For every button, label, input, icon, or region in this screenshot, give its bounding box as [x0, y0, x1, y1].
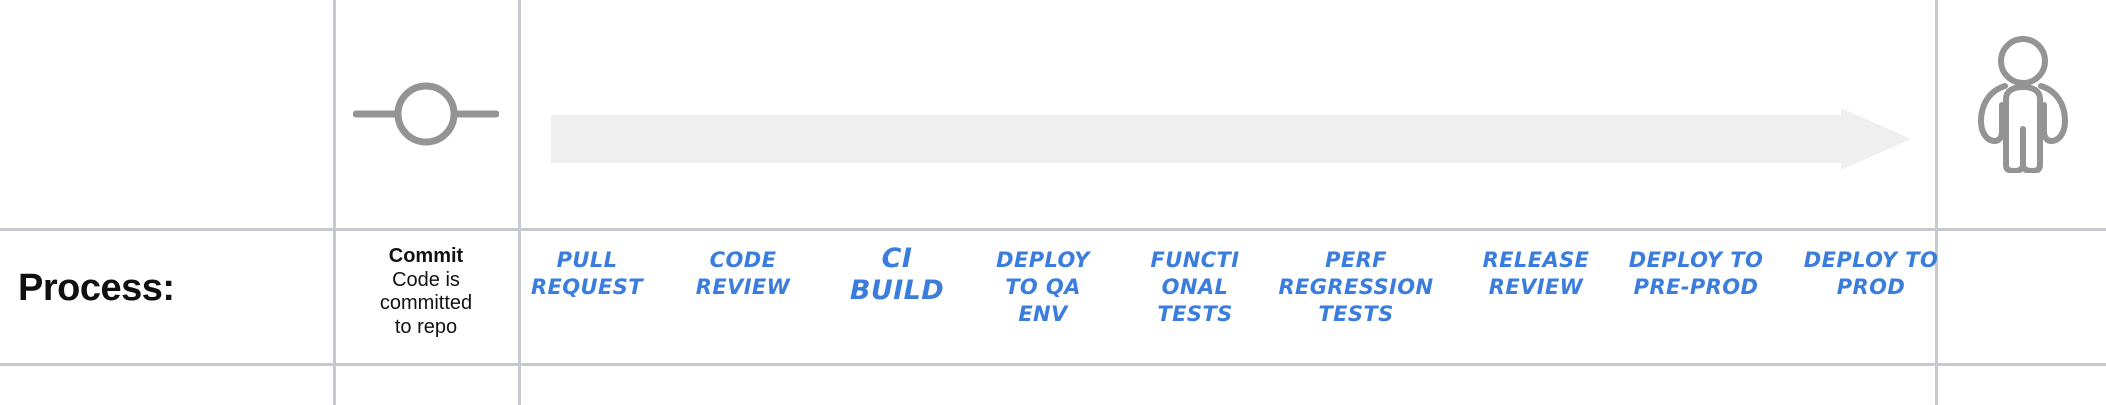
person-icon — [1975, 33, 2071, 174]
commit-description: Code is committed to repo — [379, 268, 473, 338]
stage-deploy-prod: Deploy to prod — [1803, 248, 1939, 299]
stage-pull-request: Pull request — [530, 248, 643, 299]
git-commit-icon — [352, 68, 500, 160]
commit-stage-cell: Commit Code is committed to repo — [336, 245, 516, 339]
commit-heading: Commit — [388, 245, 464, 267]
stage-release-review: Release review — [1482, 248, 1590, 299]
icons-row — [352, 33, 2071, 174]
page-title: Process: — [18, 267, 175, 309]
stage-label-group: Pull request Code review CI Build Deploy… — [521, 231, 1938, 364]
stage-deploy-pre-prod: Deploy to pre-prod — [1628, 248, 1764, 299]
stage-ci-build: CI Build — [849, 243, 945, 306]
process-row: Process: Commit Code is committed to rep… — [0, 231, 2106, 364]
grid-vline-mid — [518, 0, 521, 405]
stage-deploy-qa-env: Deploy to QA env — [996, 248, 1090, 326]
stage-perf-regression-tests: Perf regression tests — [1278, 248, 1434, 326]
grid-vline-right — [1935, 0, 1938, 405]
stage-code-review: Code review — [695, 248, 791, 299]
grid-vline-left — [333, 0, 336, 405]
stage-functional-tests: Functi onal tests — [1150, 248, 1240, 326]
grid-hline-middle — [0, 228, 2106, 231]
grid-hline-bottom — [0, 363, 2106, 366]
pipeline-arrow — [551, 108, 1911, 170]
